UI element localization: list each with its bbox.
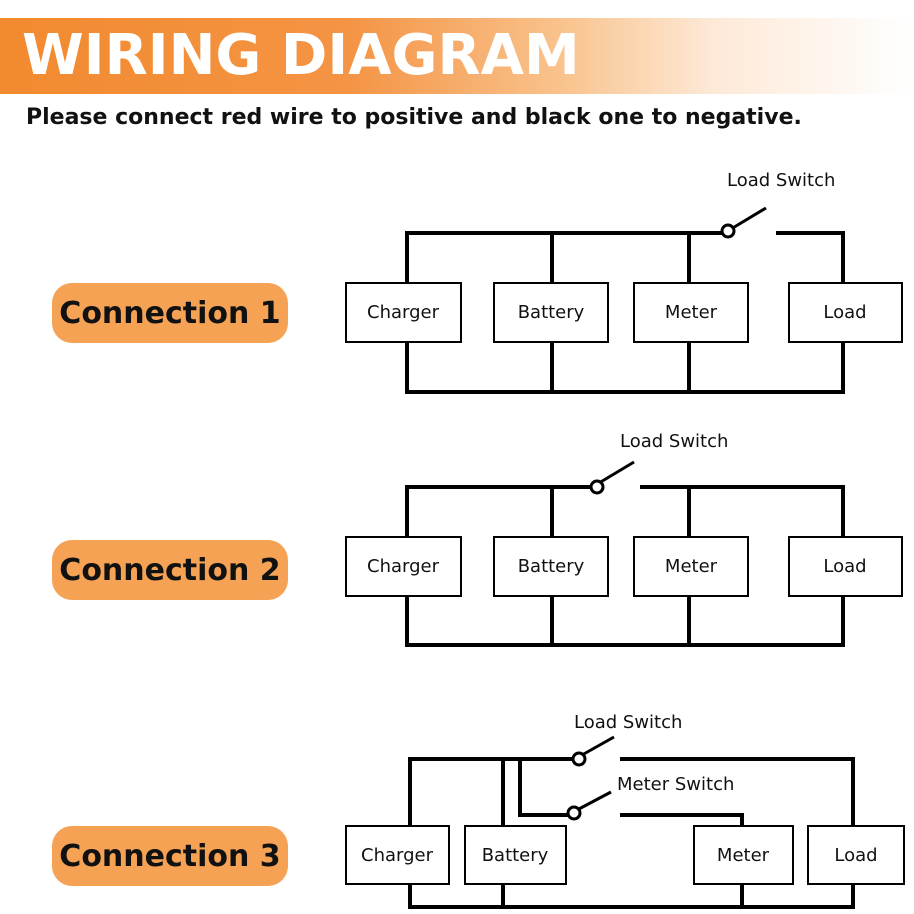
c3-meter-switch-label: Meter Switch bbox=[617, 774, 734, 795]
c2-meter-box bbox=[633, 536, 749, 597]
c2-top-wire-right bbox=[640, 485, 845, 539]
c3-meter-switch-wire-left bbox=[518, 757, 568, 817]
c3-top-wire-left bbox=[408, 757, 572, 828]
c3-load-switch-pivot bbox=[571, 751, 587, 767]
c3-load-switch-arm bbox=[581, 735, 615, 757]
c1-charger-label: Charger bbox=[367, 302, 440, 323]
page-title: WIRING DIAGRAM bbox=[22, 23, 580, 88]
c1-load-label: Load bbox=[823, 302, 866, 323]
connection-3-label: Connection 3 bbox=[52, 826, 288, 886]
c1-battery-box bbox=[493, 282, 609, 343]
connection-3-circuit: Load Switch Meter Switch Charger Battery… bbox=[345, 712, 905, 909]
c3-charger-box bbox=[345, 825, 450, 885]
c3-charger-label: Charger bbox=[361, 845, 434, 866]
c3-meter-switch-arm bbox=[576, 790, 612, 812]
c2-load-switch-pivot bbox=[589, 479, 605, 495]
c3-battery-box bbox=[464, 825, 567, 885]
c3-battery-label: Battery bbox=[482, 845, 549, 866]
c3-meter-box bbox=[693, 825, 794, 885]
c2-load-box bbox=[788, 536, 903, 597]
c3-load-switch-label: Load Switch bbox=[574, 712, 682, 733]
c3-meter-switch-pivot bbox=[566, 805, 582, 821]
c1-meter-label: Meter bbox=[665, 302, 718, 323]
c1-load-switch-arm bbox=[730, 206, 767, 231]
c2-load-switch-label: Load Switch bbox=[620, 431, 728, 452]
c1-battery-label: Battery bbox=[518, 302, 585, 323]
c1-meter-box bbox=[633, 282, 749, 343]
c1-top-wire-right bbox=[776, 231, 845, 285]
c2-battery-box bbox=[493, 536, 609, 597]
c3-meter-label: Meter bbox=[717, 845, 770, 866]
page-subtitle: Please connect red wire to positive and … bbox=[26, 105, 802, 130]
connection-2-label: Connection 2 bbox=[52, 540, 288, 600]
c2-battery-label: Battery bbox=[518, 556, 585, 577]
c2-meter-label: Meter bbox=[665, 556, 718, 577]
c1-charger-box bbox=[345, 282, 462, 343]
c2-load-switch-arm bbox=[598, 460, 635, 485]
connection-1-label: Connection 1 bbox=[52, 283, 288, 343]
c2-charger-box bbox=[345, 536, 462, 597]
c1-top-wire-left bbox=[405, 231, 722, 285]
c1-load-box bbox=[788, 282, 903, 343]
c2-top-wire-left bbox=[405, 485, 592, 539]
c2-load-label: Load bbox=[823, 556, 866, 577]
c3-top-wire-right bbox=[620, 757, 855, 828]
c1-bottom-wire bbox=[405, 340, 845, 394]
connection-1-circuit: Load Switch Charger Battery Meter Load bbox=[345, 170, 903, 394]
connection-2-circuit: Load Switch Charger Battery Meter Load bbox=[345, 431, 903, 647]
title-banner: WIRING DIAGRAM bbox=[0, 18, 914, 94]
c1-load-switch-label: Load Switch bbox=[727, 170, 835, 191]
c3-load-label: Load bbox=[834, 845, 877, 866]
c3-bottom-wire bbox=[408, 882, 855, 909]
c2-charger-label: Charger bbox=[367, 556, 440, 577]
c2-bottom-wire bbox=[405, 594, 845, 647]
c1-load-switch-pivot bbox=[720, 223, 736, 239]
c3-meter-switch-wire-right bbox=[620, 813, 744, 828]
c3-load-box bbox=[807, 825, 905, 885]
